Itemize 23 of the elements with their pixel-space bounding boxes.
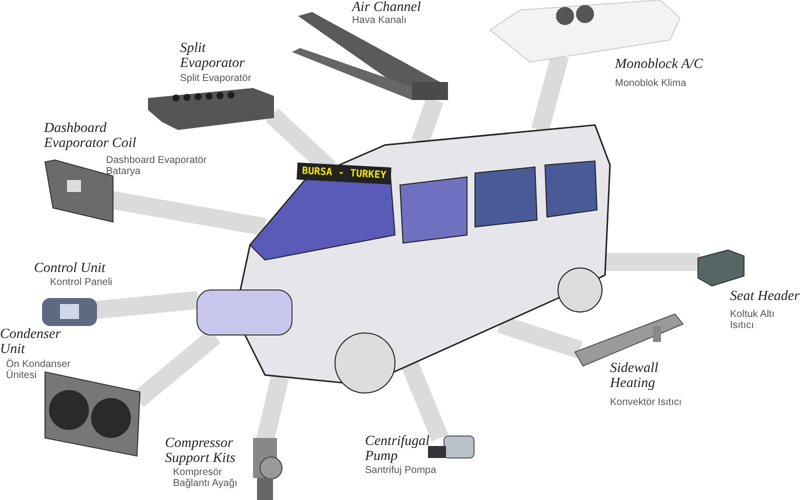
part-name-turkish: Konvektör Isıtıcı (610, 398, 683, 408)
part-name: Monoblock A/C (615, 58, 704, 73)
part-name: Seat Header (730, 290, 800, 305)
part-name: Compressor Support Kits (165, 437, 236, 466)
part-name-turkish: Santrifuj Pompa (365, 466, 438, 476)
highlight-beam (95, 291, 199, 319)
part-name-turkish: Koltuk Altı Isıtıcı (730, 310, 776, 331)
highlight-beam (402, 362, 448, 442)
part-name-turkish: Kontrol Paneli (50, 278, 114, 288)
part-name-turkish: Hava Kanalı (352, 16, 408, 26)
part-name: Control Unit (34, 262, 107, 277)
part-name-turkish: Ön Kondanser Ünitesi (6, 360, 72, 381)
part-name-turkish: Split Evaporatör (180, 74, 252, 84)
part-name: Dashboard Evaporator Coil (44, 122, 138, 152)
part-name: Sidewall Heating (610, 362, 660, 392)
part-name: Split Evaporator (180, 42, 246, 72)
highlight-beam (606, 253, 700, 271)
part-name: Centrifugal Pump (365, 435, 431, 464)
part-name: Condenser Unit (0, 328, 62, 358)
part-name-turkish: Monoblok Klima (615, 79, 688, 90)
part-name-turkish: Dashboard Evaporatör Batarya (106, 156, 208, 177)
part-name: Air Channel (352, 1, 422, 16)
part-name-turkish: Kompresör Bağlantı Ayağı (173, 468, 238, 489)
